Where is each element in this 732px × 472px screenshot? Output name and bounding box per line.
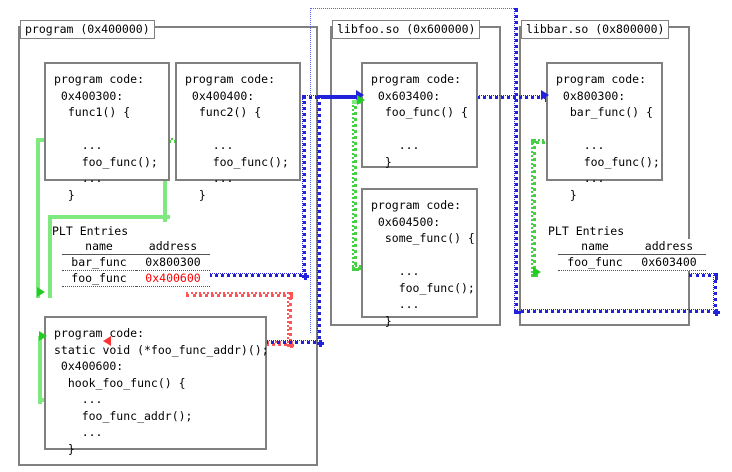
program-func1-block: program code: 0x400300: func1() { ... fo… [44, 62, 170, 202]
libbar-plt-header-row: name address [558, 239, 706, 255]
program-plt-row-foo-func-name: foo_func [62, 270, 136, 287]
program-hook-code: program code: static void (*foo_func_add… [46, 318, 269, 463]
libbar-bar-func-block: program code: 0x800300: bar_func() { ...… [546, 62, 663, 202]
edge-libbar-call-to-plt-arrow [533, 267, 541, 277]
edge-func1-to-plt-v1 [36, 138, 40, 298]
hook-line-6: ... [54, 392, 103, 406]
edge-plt-foo-to-hook-v1 [287, 292, 292, 347]
edge-plt-foo-to-hook-arrow [103, 336, 111, 346]
program-plt-row-bar-func: bar_func 0x800300 [62, 254, 210, 271]
program-plt-col-address: address [136, 239, 210, 255]
edge-hook-call-to-decl-arrow [39, 331, 47, 341]
edge-plt-bar-to-libbar-arrow [541, 90, 549, 100]
edge-func1-to-plt-arrow [37, 287, 45, 297]
program-plt-header-row: name address [62, 239, 210, 255]
libbar-plt-caption: PLT Entries [548, 224, 625, 238]
libbar-plt-col-address: address [632, 239, 706, 255]
program-plt-row-bar-func-address: 0x800300 [136, 254, 210, 271]
libbar-bar-func-code: program code: 0x800300: bar_func() { ...… [556, 72, 660, 202]
edge-libfoo-some-to-foo-arrow [357, 95, 365, 105]
program-func1-code: program code: 0x400300: func1() { ... fo… [54, 72, 158, 202]
program-hook-block: program code: static void (*foo_func_add… [44, 316, 269, 456]
program-func2-code: program code: 0x400400: func2() { ... fo… [185, 72, 289, 202]
libfoo-some-func-code: program code: 0x604500: some_func() { ..… [371, 198, 475, 328]
libfoo-foo-func-block: program code: 0x603400: foo_func() { ...… [361, 62, 478, 169]
edge-decl-to-libfoo-v1 [317, 95, 321, 345]
panel-program-title: program (0x400000) [20, 20, 155, 39]
hook-line-3: 0x400600: [54, 359, 124, 373]
libfoo-foo-func-code: program code: 0x603400: foo_func() { ...… [371, 72, 468, 169]
program-plt-col-name: name [62, 239, 136, 255]
edge-libfoo-some-to-foo-v1 [352, 100, 357, 271]
libfoo-region-right-edge [514, 8, 518, 314]
libbar-plt-row-foo-func: foo_func 0x603400 [558, 254, 706, 271]
panel-libfoo-title: libfoo.so (0x600000) [332, 20, 481, 39]
edge-libbar-call-to-plt-v1 [531, 139, 536, 277]
program-plt-row-foo-func-address: 0x400600 [136, 270, 210, 287]
edge-hook-call-to-decl-v1 [38, 336, 42, 404]
hook-line-7: foo_func_addr(); [54, 408, 193, 423]
program-plt-caption: PLT Entries [52, 224, 129, 238]
panel-libbar-title: libbar.so (0x800000) [521, 20, 670, 39]
edge-func2-to-plt-v2 [48, 215, 52, 298]
edge-func2-to-plt-h2 [48, 215, 170, 219]
program-plt-row-foo-func: foo_func 0x400600 [62, 270, 210, 287]
program-plt-row-bar-func-name: bar_func [62, 254, 136, 271]
libbar-plt-row-foo-func-address: 0x603400 [632, 254, 706, 271]
program-plt-table: name address bar_func 0x800300 foo_func … [62, 239, 210, 287]
hook-line-1: program code: [54, 326, 145, 340]
libfoo-highlight-region [310, 8, 516, 333]
hook-line-8: ... [54, 425, 103, 439]
libbar-plt-table: name address foo_func 0x603400 [558, 239, 706, 271]
hook-line-9: } [54, 441, 75, 456]
libfoo-some-func-block: program code: 0x604500: some_func() { ..… [361, 188, 478, 328]
libbar-plt-col-name: name [558, 239, 632, 255]
program-func2-block: program code: 0x400400: func2() { ... fo… [175, 62, 301, 202]
edge-plt-foo-to-hook-h1 [186, 292, 293, 297]
libbar-plt: PLT Entries name address foo_func 0x6034… [546, 224, 706, 271]
hook-line-4: hook_foo_func() { [54, 375, 186, 390]
edge-libbar-plt-to-libfoo-h2 [514, 309, 718, 313]
hook-line-2: static void (*foo_func_addr)(); [54, 342, 269, 357]
libbar-plt-row-foo-func-name: foo_func [558, 254, 632, 271]
program-plt: PLT Entries name address bar_func 0x8003… [50, 224, 210, 287]
edge-libbar-plt-to-libfoo-v1 [713, 273, 717, 314]
edge-plt-bar-to-libbar-v1 [302, 95, 306, 278]
